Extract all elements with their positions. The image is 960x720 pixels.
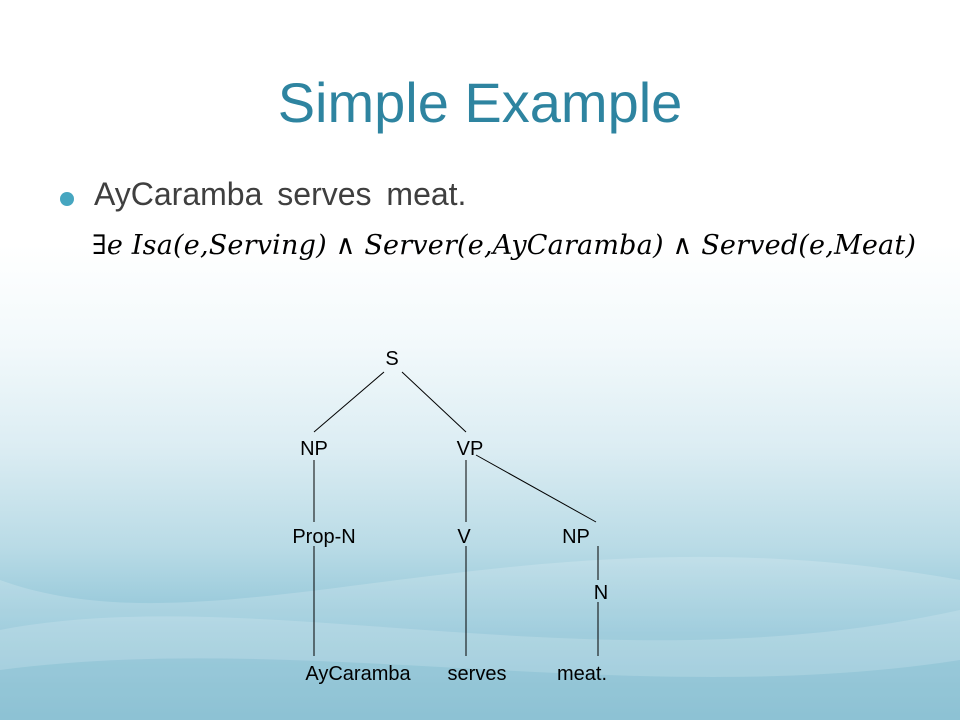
edge-s-vp [401, 371, 467, 433]
tree-leaf-aycaramba: AyCaramba [305, 663, 411, 685]
tree-node-np-object: NP [562, 526, 590, 548]
edge-s-np [313, 371, 385, 433]
bullet-dot-icon [60, 192, 74, 206]
tree-node-s: S [385, 348, 399, 370]
tree-leaf-serves: serves [447, 663, 507, 685]
tree-node-n: N [593, 582, 609, 604]
bullet-text: AyCaramba serves meat. [94, 176, 467, 212]
tree-node-prop-n: Prop-N [292, 526, 356, 548]
tree-node-np-subject: NP [300, 438, 328, 460]
decorative-wave-background [0, 556, 960, 720]
tree-node-vp: VP [456, 438, 484, 460]
tree-leaf-meat: meat. [556, 663, 608, 685]
edge-vp-np [475, 454, 597, 523]
tree-node-v: V [457, 526, 471, 548]
logic-formula: ∃e Isa(e,Serving) ∧ Server(e,AyCaramba) … [92, 230, 917, 261]
slide-title: Simple Example [277, 71, 683, 134]
